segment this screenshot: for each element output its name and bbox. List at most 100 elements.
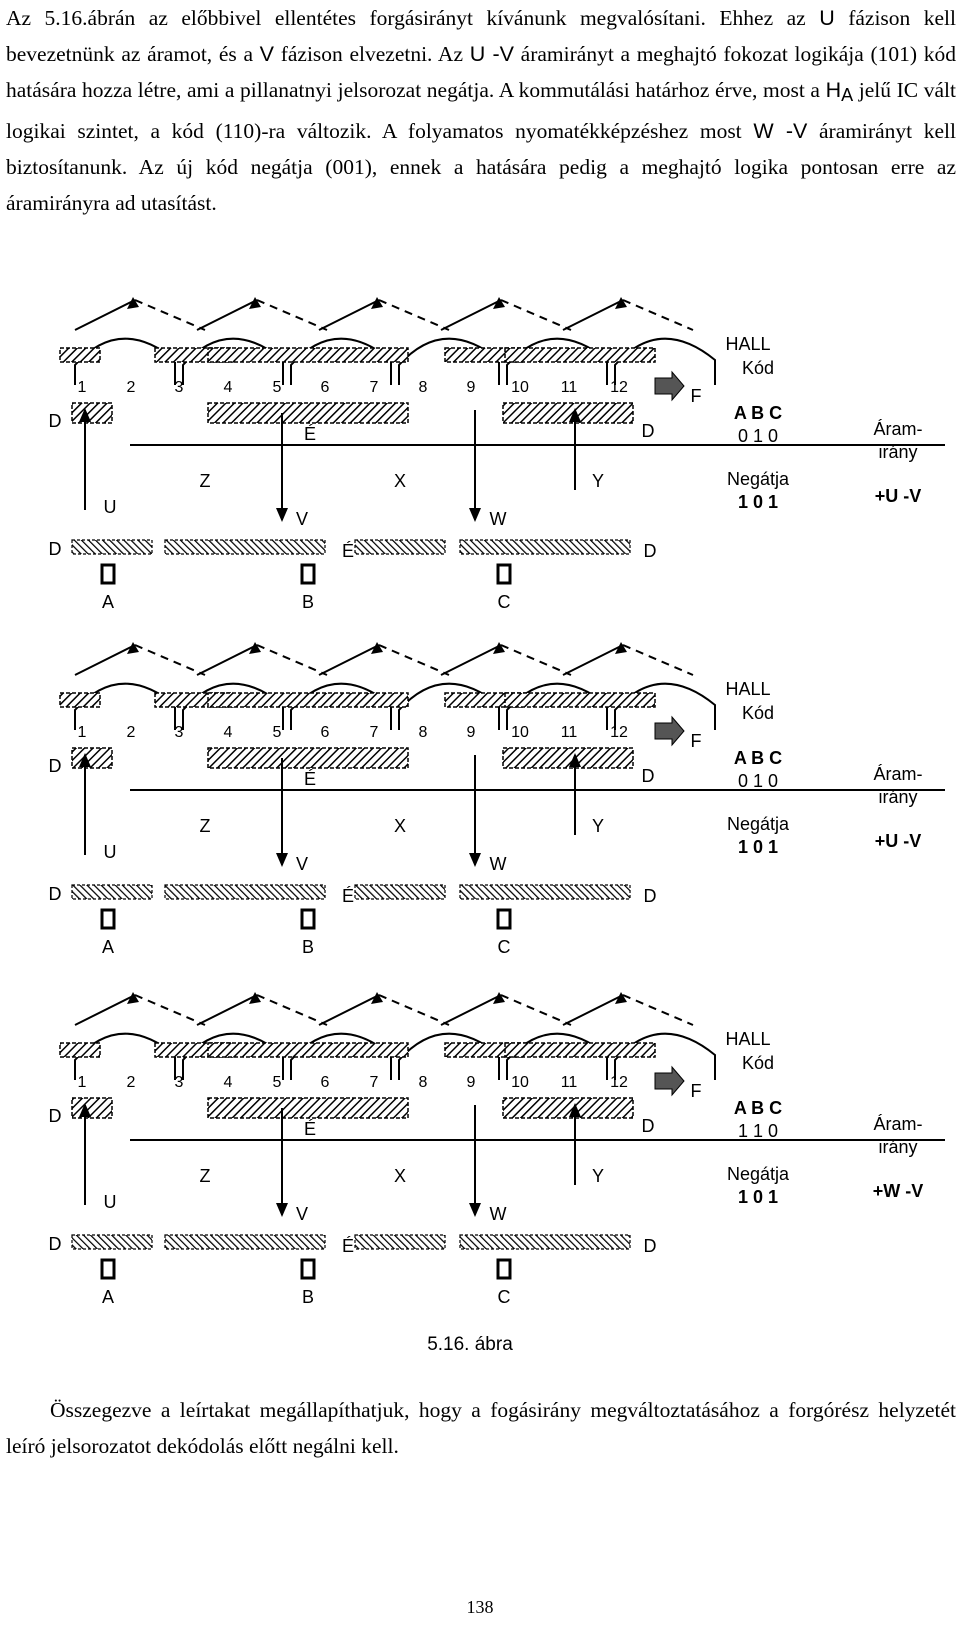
current-direction: +U -V xyxy=(875,486,922,506)
intro-text-segment: V xyxy=(259,42,275,66)
arrow-icon xyxy=(371,992,383,1004)
pole-label-d: D xyxy=(644,886,657,906)
rotor-magnet-bar xyxy=(71,747,113,769)
winding-dashed-line xyxy=(134,644,206,676)
hall-sensor xyxy=(496,908,512,930)
slot-number: 1 xyxy=(78,1074,87,1091)
intro-text-segment: áramirányt a meghajtó fokozat logikája (… xyxy=(6,42,956,102)
hall-code: 1 1 0 xyxy=(738,1121,778,1141)
winding-dashed-line xyxy=(256,994,328,1026)
arrow-icon xyxy=(127,297,139,309)
slot-number: 8 xyxy=(419,724,428,741)
arrow-icon xyxy=(469,508,481,522)
phase-label-w: W xyxy=(490,509,507,529)
slot-number: 1 xyxy=(78,379,87,396)
hall-sensor xyxy=(100,1258,116,1280)
negated-code: 1 0 1 xyxy=(738,1187,778,1207)
arrow-icon xyxy=(249,297,261,309)
phase-label-x: X xyxy=(394,816,406,836)
hall-code: 0 1 0 xyxy=(738,771,778,791)
sensor-label: A xyxy=(102,1287,114,1307)
intro-text-segment: W -V xyxy=(753,119,808,143)
intro-text-segment: Az 5.16.ábrán az előbbivel ellentétes fo… xyxy=(6,6,820,30)
sensor-label: A xyxy=(102,937,114,957)
winding-dashed-line xyxy=(256,644,328,676)
slot-number: 6 xyxy=(321,724,330,741)
kod-label: Kód xyxy=(742,1053,774,1073)
slot-number: 4 xyxy=(224,379,233,396)
slot-number: 12 xyxy=(610,1074,628,1091)
winding-line xyxy=(562,994,624,1026)
arrow-icon xyxy=(249,992,261,1004)
slot-number: 10 xyxy=(511,379,529,396)
winding-dashed-line xyxy=(134,994,206,1026)
stator-magnet-bar xyxy=(59,692,101,708)
slot-number: 9 xyxy=(467,724,476,741)
kod-label: Kód xyxy=(742,703,774,723)
winding-overhang xyxy=(74,642,716,730)
slot-number: 1 xyxy=(78,724,87,741)
phase-label-w: W xyxy=(490,854,507,874)
hall-magnet-bar xyxy=(459,539,631,555)
winding-dashed-line xyxy=(622,994,694,1026)
slot-number: 5 xyxy=(273,724,282,741)
abc-label: A B C xyxy=(734,403,782,423)
pole-label-e: É xyxy=(342,886,354,906)
intro-text-segment: fázison kell bevezetnünk az áramot, és a xyxy=(6,6,957,66)
winding-line xyxy=(440,299,502,331)
stator-magnet-bar xyxy=(59,1042,101,1058)
pole-label-d: D xyxy=(642,421,655,441)
intro-text-segment: A xyxy=(841,85,854,105)
hall-label: HALL xyxy=(725,1029,770,1049)
winding-dashed-line xyxy=(378,299,450,331)
hall-label: HALL xyxy=(725,679,770,699)
slot-number: 11 xyxy=(561,1074,578,1091)
hall-sensor xyxy=(100,908,116,930)
aram-label-1: Áram- xyxy=(874,1114,923,1134)
hall-label: HALL xyxy=(725,334,770,354)
winding-dashed-line xyxy=(378,994,450,1026)
winding-dashed-line xyxy=(256,299,328,331)
arrow-icon xyxy=(569,1103,581,1117)
stator-magnet-bar xyxy=(504,347,656,363)
slot-number: 5 xyxy=(273,1074,282,1091)
arrow-icon xyxy=(493,642,505,654)
force-label: F xyxy=(691,731,702,751)
winding-line xyxy=(440,644,502,676)
summary-paragraph: Összegezve a leírtakat megállapíthatjuk,… xyxy=(6,1398,956,1458)
intro-text-segment: U xyxy=(819,6,835,30)
slot-number: 8 xyxy=(419,1074,428,1091)
current-direction: +U -V xyxy=(875,831,922,851)
intro-text-segment: H xyxy=(825,78,842,102)
hall-magnet-bar xyxy=(354,884,446,900)
slot-number: 2 xyxy=(127,1074,136,1091)
hall-magnet-bar xyxy=(459,884,631,900)
pole-label-e: É xyxy=(342,541,354,561)
arrow-icon xyxy=(615,992,627,1004)
phase-label-z: Z xyxy=(200,1166,211,1186)
slot-number: 2 xyxy=(127,379,136,396)
slot-number: 9 xyxy=(467,1074,476,1091)
pole-label-e: É xyxy=(304,1119,316,1139)
arrow-icon xyxy=(276,853,288,867)
phase-label-w: W xyxy=(490,1204,507,1224)
pole-label-d: D xyxy=(49,1234,62,1254)
winding-dashed-line xyxy=(378,644,450,676)
stator-magnet-bar xyxy=(207,347,409,363)
slot-number: 4 xyxy=(224,724,233,741)
hall-magnet-bar xyxy=(164,884,326,900)
rotor-magnet-bar xyxy=(502,747,634,769)
rotor-magnet-bar xyxy=(71,402,113,424)
slot-number: 3 xyxy=(175,379,184,396)
rotor-magnet-bar xyxy=(502,402,634,424)
stator-magnet-bar xyxy=(207,692,409,708)
sensor-label: C xyxy=(498,592,511,612)
intro-text-segment: U -V xyxy=(469,42,514,66)
slot-number: 5 xyxy=(273,379,282,396)
winding-dashed-line xyxy=(500,644,572,676)
pole-label-d: D xyxy=(49,884,62,904)
hall-magnet-bar xyxy=(459,1234,631,1250)
hall-magnet-bar xyxy=(71,1234,153,1250)
